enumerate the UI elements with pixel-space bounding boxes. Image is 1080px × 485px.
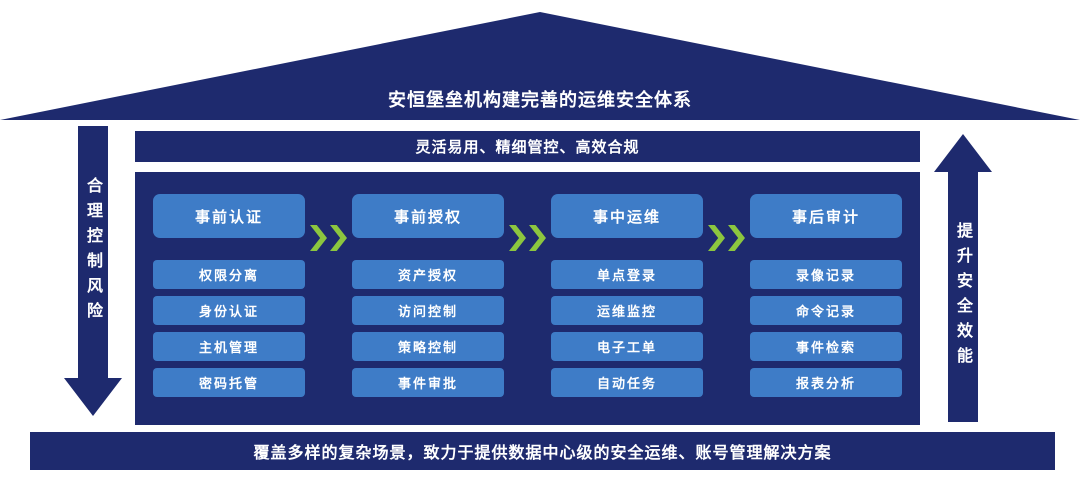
left-arrow-label: 合理控制风险 xyxy=(84,177,103,327)
roof-shape: 安恒堡垒机构建完善的运维安全体系 xyxy=(0,12,1080,120)
feature-item: 电子工单 xyxy=(551,332,703,361)
chevron-icon xyxy=(509,225,526,251)
feature-item: 策略控制 xyxy=(352,332,504,361)
feature-item: 事件审批 xyxy=(352,368,504,397)
feature-item: 事件检索 xyxy=(750,332,902,361)
up-arrow-shaft: 提升安全效能 xyxy=(948,172,978,422)
feature-item: 报表分析 xyxy=(750,368,902,397)
chevron-icon xyxy=(708,225,725,251)
feature-item: 运维监控 xyxy=(551,296,703,325)
column-post-audit: 事后审计 录像记录 命令记录 事件检索 报表分析 xyxy=(750,194,902,425)
stage-header: 事中运维 xyxy=(551,194,703,238)
right-arrow-label: 提升安全效能 xyxy=(954,222,973,372)
column-in-process-operations: 事中运维 单点登录 运维监控 电子工单 自动任务 xyxy=(551,194,703,425)
feature-item: 录像记录 xyxy=(750,260,902,289)
stage-header: 事后审计 xyxy=(750,194,902,238)
bottom-bar: 覆盖多样的复杂场景，致力于提供数据中心级的安全运维、账号管理解决方案 xyxy=(30,432,1055,470)
chevron-icon xyxy=(728,225,745,251)
down-arrow: 合理控制风险 xyxy=(64,126,122,416)
feature-item: 主机管理 xyxy=(153,332,305,361)
down-arrowhead-icon xyxy=(64,378,122,416)
feature-item: 密码托管 xyxy=(153,368,305,397)
up-arrow: 提升安全效能 xyxy=(934,134,992,422)
chevron-icon xyxy=(330,225,347,251)
column-pre-authorization: 事前授权 资产授权 访问控制 策略控制 事件审批 xyxy=(352,194,504,425)
feature-item: 命令记录 xyxy=(750,296,902,325)
down-arrow-shaft: 合理控制风险 xyxy=(78,126,108,378)
up-arrowhead-icon xyxy=(934,134,992,172)
subtitle-bar: 灵活易用、精细管控、高效合规 xyxy=(135,131,920,162)
double-chevron-icon xyxy=(509,225,546,251)
chevron-icon xyxy=(310,225,327,251)
stage-header: 事前授权 xyxy=(352,194,504,238)
feature-item: 访问控制 xyxy=(352,296,504,325)
subtitle-text: 灵活易用、精细管控、高效合规 xyxy=(415,138,640,156)
feature-item: 身份认证 xyxy=(153,296,305,325)
column-pre-authentication: 事前认证 权限分离 身份认证 主机管理 密码托管 xyxy=(153,194,305,425)
feature-item: 权限分离 xyxy=(153,260,305,289)
bottom-bar-text: 覆盖多样的复杂场景，致力于提供数据中心级的安全运维、账号管理解决方案 xyxy=(253,443,832,462)
feature-item: 自动任务 xyxy=(551,368,703,397)
roof-title: 安恒堡垒机构建完善的运维安全体系 xyxy=(388,90,692,111)
double-chevron-icon xyxy=(708,225,745,251)
feature-item: 资产授权 xyxy=(352,260,504,289)
double-chevron-icon xyxy=(310,225,347,251)
stage-header: 事前认证 xyxy=(153,194,305,238)
chevron-icon xyxy=(529,225,546,251)
feature-item: 单点登录 xyxy=(551,260,703,289)
main-panel: 事前认证 权限分离 身份认证 主机管理 密码托管 事前授权 资产授权 访问控制 … xyxy=(135,172,920,425)
